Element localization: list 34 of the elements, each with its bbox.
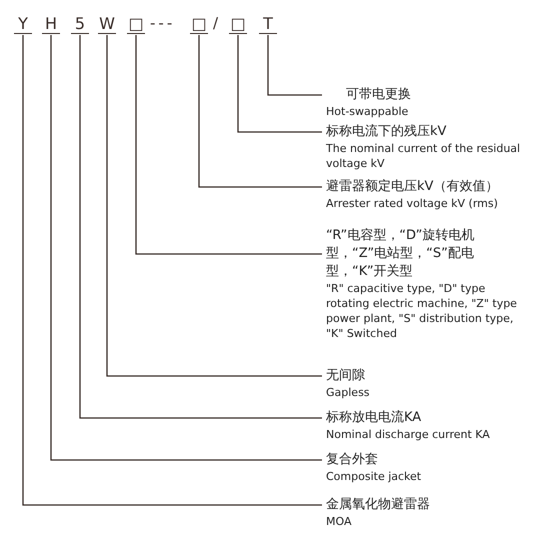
- description-text: 可带电更换: [345, 86, 412, 104]
- leader-line: [50, 35, 322, 461]
- description-text: 无间隙: [326, 367, 366, 385]
- description-text: 金属氧化物避雷器: [326, 496, 431, 514]
- leader-line: [22, 35, 322, 506]
- leader-line: [106, 35, 322, 377]
- description-text: “R”电容型，“D”旋转电机型，“Z”电站型，“S”配电型，“K”开关型: [326, 227, 476, 281]
- leader-line: [135, 35, 322, 255]
- leader-line: [198, 35, 322, 188]
- code-letter: W: [98, 14, 116, 34]
- code-letter: Y: [14, 14, 32, 34]
- code-letter: □: [229, 14, 247, 34]
- slash-separator: /: [213, 14, 218, 33]
- translation-text: Arrester rated voltage kV (rms): [326, 196, 499, 211]
- code-letter: □: [190, 14, 208, 34]
- leader-line: [79, 35, 322, 419]
- code-letter: 5: [71, 14, 89, 34]
- description-text: 标称电流下的残压kV: [326, 123, 448, 141]
- translation-text: Composite jacket: [326, 469, 422, 484]
- translation-text: Hot-swappable: [326, 104, 410, 119]
- leader-line: [267, 35, 322, 96]
- description-text: 避雷器额定电压kV（有效值）: [326, 178, 500, 196]
- code-letter: T: [259, 14, 277, 34]
- translation-text: Nominal discharge current KA: [326, 427, 491, 442]
- translation-text: The nominal current of the residual voltage kV: [326, 141, 522, 171]
- leader-line: [237, 35, 322, 133]
- description-text: 标称放电电流KA: [326, 409, 422, 427]
- code-letter: H: [42, 14, 60, 34]
- description-text: 复合外套: [326, 451, 379, 469]
- translation-text: "R" capacitive type, "D" type rotating electric machine, "Z" type power plant, "S" distribution type, "K" Switched: [326, 281, 518, 341]
- translation-text: Gapless: [326, 385, 371, 400]
- code-letter: □: [127, 14, 145, 34]
- translation-text: MOA: [326, 514, 352, 529]
- dash-separator: ---: [150, 14, 176, 33]
